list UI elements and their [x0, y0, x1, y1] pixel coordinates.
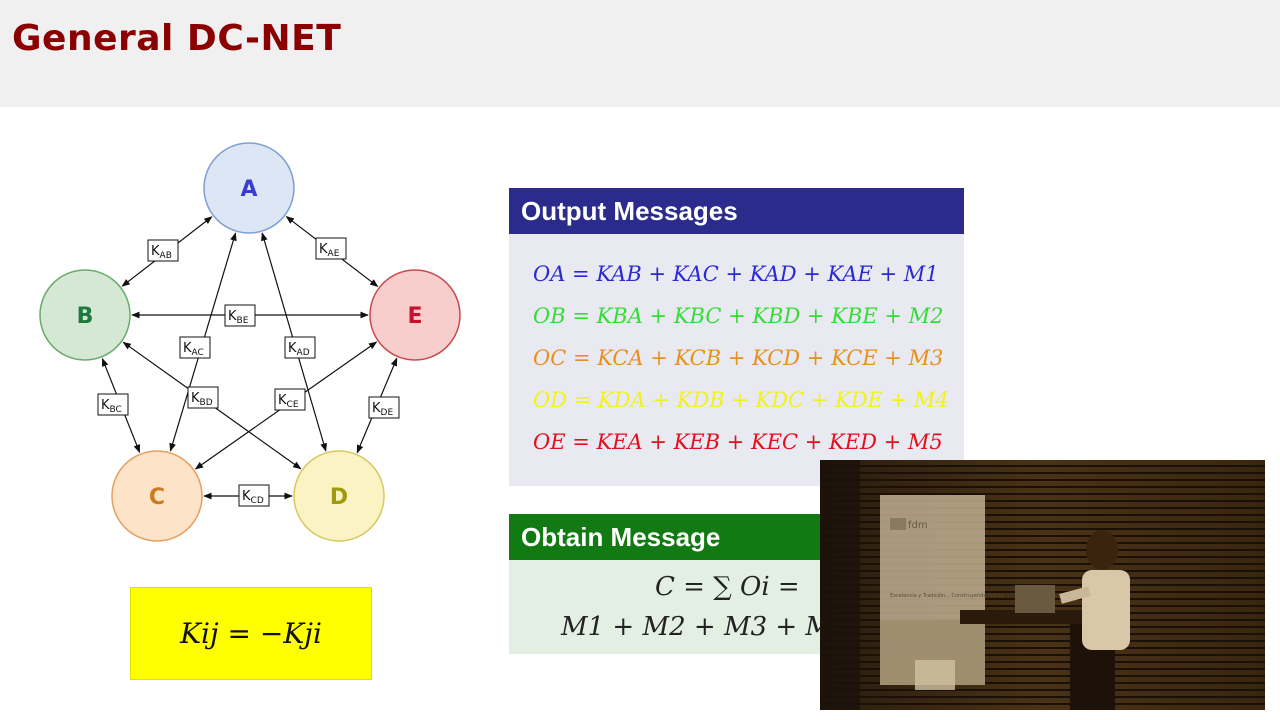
key-antisymmetry-box: Kij = −Kji: [130, 587, 372, 680]
equation-od: OD = KDA + KDB + KDC + KDE + M4: [533, 388, 949, 412]
laptop-icon: [1015, 585, 1055, 613]
svg-text:E: E: [407, 304, 422, 329]
svg-text:KCD: KCD: [242, 489, 264, 506]
slide-header: General DC-NET: [0, 0, 1280, 107]
edge-label-de: KDE: [368, 396, 400, 419]
svg-text:D: D: [330, 485, 348, 510]
svg-text:KBC: KBC: [101, 398, 122, 415]
node-b: B: [39, 269, 131, 361]
obtain-formula-line2: M1 + M2 + M3 + M: [561, 612, 833, 642]
svg-text:KAD: KAD: [288, 341, 310, 358]
svg-text:B: B: [77, 304, 94, 329]
edge-label-be: KBE: [224, 304, 256, 327]
edge-label-ce: KCE: [274, 388, 306, 411]
edge-label-ad: KAD: [284, 336, 316, 359]
output-messages-block: Output Messages OA = KAB + KAC + KAD + K…: [509, 188, 964, 486]
speaker-head: [1086, 530, 1118, 570]
svg-text:KDE: KDE: [372, 401, 393, 418]
equation-oa: OA = KAB + KAC + KAD + KAE + M1: [533, 262, 939, 286]
equation-ob: OB = KBA + KBC + KBD + KBE + M2: [533, 304, 944, 328]
svg-text:KAB: KAB: [151, 244, 172, 261]
node-d: D: [293, 450, 385, 542]
speaker-body: [1082, 570, 1130, 650]
node-e: E: [369, 269, 461, 361]
obtain-formula-line1: C = ∑ Oi =: [655, 572, 800, 602]
edge-label-ab: KAB: [147, 239, 179, 262]
speaker-video-overlay: fdm Excelencia y Tradición... Construyen…: [820, 460, 1265, 710]
svg-text:A: A: [240, 177, 257, 202]
svg-text:KBE: KBE: [228, 309, 249, 326]
dc-net-graph: KAB KAE KBE KAC KAD KBC KBD KCE KDE KCD A B E C D: [39, 142, 461, 542]
edge-label-bd: KBD: [187, 386, 219, 409]
svg-text:KCE: KCE: [278, 393, 299, 410]
edge-label-ae: KAE: [315, 237, 347, 260]
podium: [960, 610, 1120, 624]
equation-oe: OE = KEA + KEB + KEC + KED + M5: [533, 430, 943, 454]
node-a: A: [203, 142, 295, 234]
node-c: C: [111, 450, 203, 542]
svg-text:KBD: KBD: [191, 391, 213, 408]
slide-title: General DC-NET: [12, 18, 342, 59]
svg-text:C: C: [149, 485, 165, 510]
svg-text:KAE: KAE: [319, 242, 340, 259]
edge-label-ac: KAC: [179, 336, 211, 359]
banner-logo-icon: [890, 518, 906, 530]
banner-logo-text: fdm: [908, 520, 928, 531]
key-antisymmetry-formula: Kij = −Kji: [180, 617, 322, 650]
edge-label-cd: KCD: [238, 484, 270, 507]
equation-oc: OC = KCA + KCB + KCD + KCE + M3: [533, 346, 944, 370]
svg-text:KAC: KAC: [183, 341, 204, 358]
output-messages-title: Output Messages: [509, 188, 964, 234]
edge-label-bc: KBC: [97, 393, 129, 416]
banner-text: Excelencia y Tradición... Construyendo F…: [890, 592, 1004, 599]
